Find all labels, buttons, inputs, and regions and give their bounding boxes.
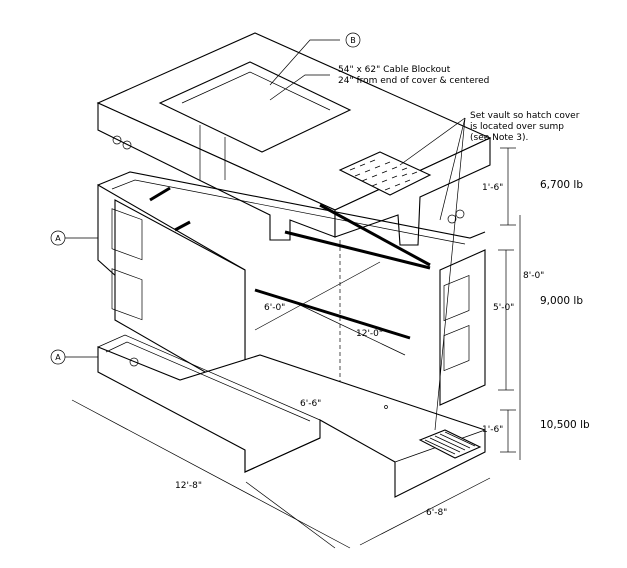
base-section [97, 334, 486, 498]
ref-callout-a-upper: A [50, 230, 66, 246]
dim-cover-height: 1'-6" [482, 183, 503, 193]
hatch-cover [338, 151, 432, 196]
cable-rack-rail [174, 220, 191, 232]
ref-label-b: B [350, 36, 356, 45]
cable-blockout [158, 61, 352, 153]
dim-wall-height: 5'-0" [493, 303, 514, 313]
hatch-note-line3: (see Note 3). [470, 133, 528, 143]
cable-blockout-note-line1: 54" x 62" Cable Blockout [338, 65, 451, 75]
dim-outside-length: 12'-8" [175, 481, 202, 491]
dim-inside-width: 6'-0" [264, 303, 285, 313]
ref-label-a-upper: A [55, 234, 61, 243]
lifting-hole-icon [112, 135, 122, 145]
leader-lines [65, 39, 466, 431]
lifting-hole-icon [455, 209, 465, 219]
walls-weight: 9,000 lb [540, 295, 583, 307]
ref-label-a-lower: A [55, 353, 61, 362]
lifting-hole-icon [122, 140, 132, 150]
knockout-window-upper-left [111, 208, 143, 261]
cable-rack-rail [284, 230, 431, 270]
knockout-window-lower-right [443, 325, 470, 372]
dim-sump-depth: 6'-6" [300, 399, 321, 409]
cover-weight: 6,700 lb [540, 179, 583, 191]
knockout-window-lower-left [111, 268, 143, 321]
hatch-note-line2: is located over sump [470, 122, 564, 132]
ref-callout-a-lower: A [50, 349, 66, 365]
lifting-hole-icon [447, 214, 457, 224]
cable-rack-rail [149, 186, 171, 202]
dim-overall-height: 8'-0" [523, 271, 544, 281]
knockout-window-upper-right [443, 275, 470, 322]
hatch-note-line1: Set vault so hatch cover [470, 111, 580, 121]
base-weight: 10,500 lb [540, 419, 590, 431]
ref-callout-b: B [345, 32, 361, 48]
cable-rack-rail [319, 203, 431, 267]
cable-rack-rail [254, 288, 411, 340]
dimension-lines [71, 147, 521, 549]
dim-inside-length: 12'-0" [356, 329, 383, 339]
wall-section [97, 171, 486, 430]
cable-blockout-note-line2: 24" from end of cover & centered [338, 76, 489, 86]
dim-base-height: 1'-6" [482, 425, 503, 435]
sump-grate [418, 429, 482, 459]
dim-outside-width: 6'-8" [426, 508, 447, 518]
